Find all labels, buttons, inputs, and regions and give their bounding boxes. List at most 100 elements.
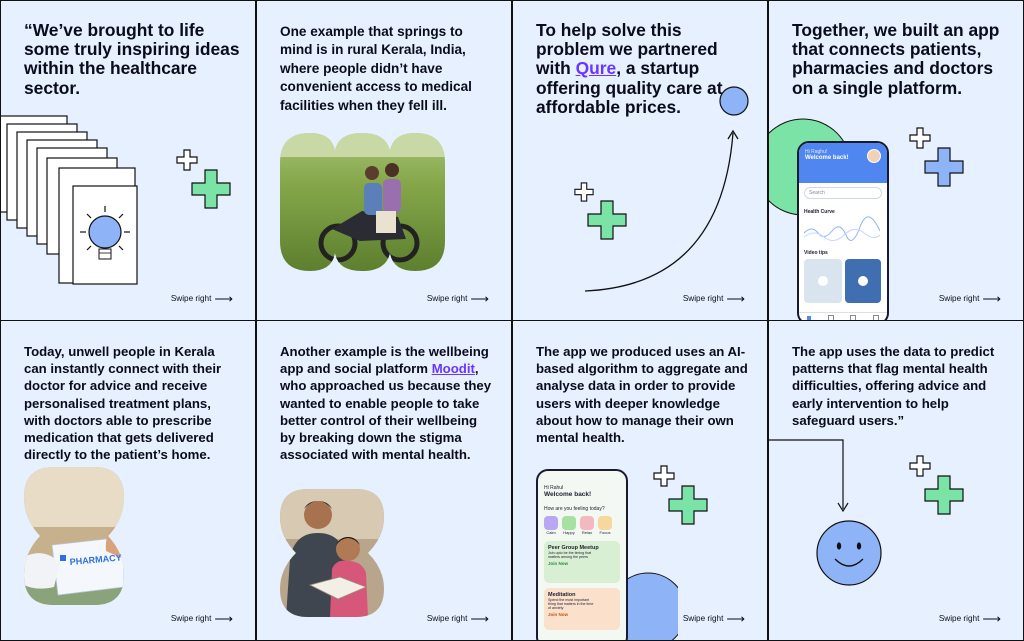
swipe-right-button[interactable]: Swipe right ⟶ [938,290,1001,306]
nav-icon[interactable] [827,315,834,320]
slide-7: The app we produced uses an AI-based alg… [513,321,767,640]
swipe-right-button[interactable]: Swipe right ⟶ [682,290,745,306]
card1-join-button[interactable]: Join Now [548,561,568,566]
slide-2-text: One example that springs to mind is in r… [280,24,472,113]
swipe-right-button[interactable]: Swipe right ⟶ [682,610,745,626]
arrow-right-icon: ⟶ [470,610,489,626]
mood-focus-icon [598,516,612,530]
card1-text: Join upto be the timing that matters amo… [548,551,592,559]
card2-title: Meditation [548,592,576,598]
slide-2: One example that springs to mind is in r… [257,1,511,320]
slide-8-text: The app uses the data to predict pattern… [792,344,995,428]
slide-3-text-after: , a startup offering quality care at aff… [536,58,723,117]
swipe-right-label: Swipe right [682,614,724,623]
card1-title: Peer Group Meetup [548,545,599,551]
phone-welcome: Welcome back! [805,155,849,161]
curved-arrow-icon [584,129,739,292]
mood-label: Relax [581,530,593,535]
arrow-right-icon: ⟶ [214,290,233,306]
arrow-right-icon: ⟶ [726,290,745,306]
blue-circle-icon [719,86,749,116]
arrow-right-icon: ⟶ [726,610,745,626]
search-input[interactable]: Search [804,187,882,199]
card2-join-button[interactable]: Join Now [548,612,568,617]
swipe-right-label: Swipe right [682,294,724,303]
lightbulb-icon [80,206,130,260]
idea-cards-illustration [1,115,138,285]
swipe-right-button[interactable]: Swipe right ⟶ [426,610,489,626]
mood-option[interactable]: Calm [544,516,558,535]
phone-bottom-nav [799,312,887,320]
slide-7-text: The app we produced uses an AI-based alg… [536,344,748,446]
nav-icon[interactable] [850,315,857,320]
mood-calm-icon [544,516,558,530]
green-plus-icon [924,475,964,515]
slide-3-text-before: To help solve this problem we partnered … [536,20,718,79]
swipe-right-label: Swipe right [426,294,468,303]
swipe-right-button[interactable]: Swipe right ⟶ [171,290,233,306]
phone2-welcome: Welcome back! [544,491,592,498]
slide-8: The app uses the data to predict pattern… [769,321,1023,640]
slide-6-text-before: Another example is the wellbeing app and… [280,344,489,377]
green-plus-icon [191,169,231,209]
pharmacy-label: PHARMACY [69,552,122,566]
arrow-right-icon: ⟶ [470,290,489,306]
moodit-link[interactable]: Moodit [431,361,475,377]
peer-group-card[interactable]: Peer Group Meetup Join upto be the timin… [544,541,620,583]
slide-5-text: Today, unwell people in Kerala can insta… [24,344,222,463]
video-tips-list [804,259,882,303]
mood-label: Calm [546,530,556,535]
slide-4-text: Together, we built an app that connects … [792,20,1000,98]
swipe-right-label: Swipe right [938,294,980,303]
outline-plus-icon [909,127,931,149]
smiley-face-icon [816,520,882,586]
nav-home-icon[interactable] [807,316,812,320]
swipe-right-button[interactable]: Swipe right ⟶ [938,610,1001,626]
blue-plus-icon [924,147,964,187]
outline-plus-icon [574,182,594,202]
father-child-reading-photo [280,489,384,617]
swipe-right-label: Swipe right [170,614,212,623]
nav-icon[interactable] [872,315,879,320]
motorbike-photo [280,133,445,271]
arrow-right-icon: ⟶ [214,610,233,626]
phone2-greeting: Hi Rahul [544,485,564,491]
slide-6-text-after: , who approached us because they wanted … [280,361,492,463]
green-plus-icon [587,200,627,240]
avatar[interactable] [867,149,881,163]
pharmacy-delivery-photo: PHARMACY [24,467,124,605]
slide-6-text: Another example is the wellbeing app and… [280,343,496,463]
search-placeholder: Search [809,190,825,196]
mood-option[interactable]: Happy [562,516,576,535]
moodit-phone-mockup: Hi Rahul Welcome back! How are you feeli… [536,469,628,640]
green-plus-icon [668,485,708,525]
slide-5: Today, unwell people in Kerala can insta… [1,321,255,640]
outline-plus-icon [653,465,675,487]
slide-3: To help solve this problem we partnered … [513,1,767,320]
mood-option[interactable]: Relax [580,516,594,535]
phone-header: Hi Raghu! Welcome back! [799,143,887,183]
swipe-right-button[interactable]: Swipe right ⟶ [426,290,489,306]
elbow-arrow-icon [769,439,849,513]
slide-1-text: “We’ve brought to life some truly inspir… [24,20,240,98]
outline-plus-icon [909,455,931,477]
meditation-card[interactable]: Meditation Spend the most important thin… [544,588,620,630]
mood-label: Focus [599,530,611,535]
mood-label: Happy [563,530,575,535]
slide-6: Another example is the wellbeing app and… [257,321,511,640]
arrow-right-icon: ⟶ [982,610,1001,626]
phone-greeting: Hi Raghu! [805,149,828,155]
play-icon [858,276,868,286]
swipe-right-label: Swipe right [938,614,980,623]
slide-3-text: To help solve this problem we partnered … [536,20,752,117]
swipe-right-button[interactable]: Swipe right ⟶ [170,610,233,626]
slide-4: Together, we built an app that connects … [769,1,1023,320]
video-tips-title: Video tips [804,250,828,256]
mood-option[interactable]: Focus [598,516,612,535]
video-thumbnail[interactable] [804,259,842,303]
swipe-right-label: Swipe right [426,614,468,623]
arrow-right-icon: ⟶ [982,290,1001,306]
qure-link[interactable]: Qure [575,58,617,79]
video-thumbnail[interactable] [845,259,881,303]
